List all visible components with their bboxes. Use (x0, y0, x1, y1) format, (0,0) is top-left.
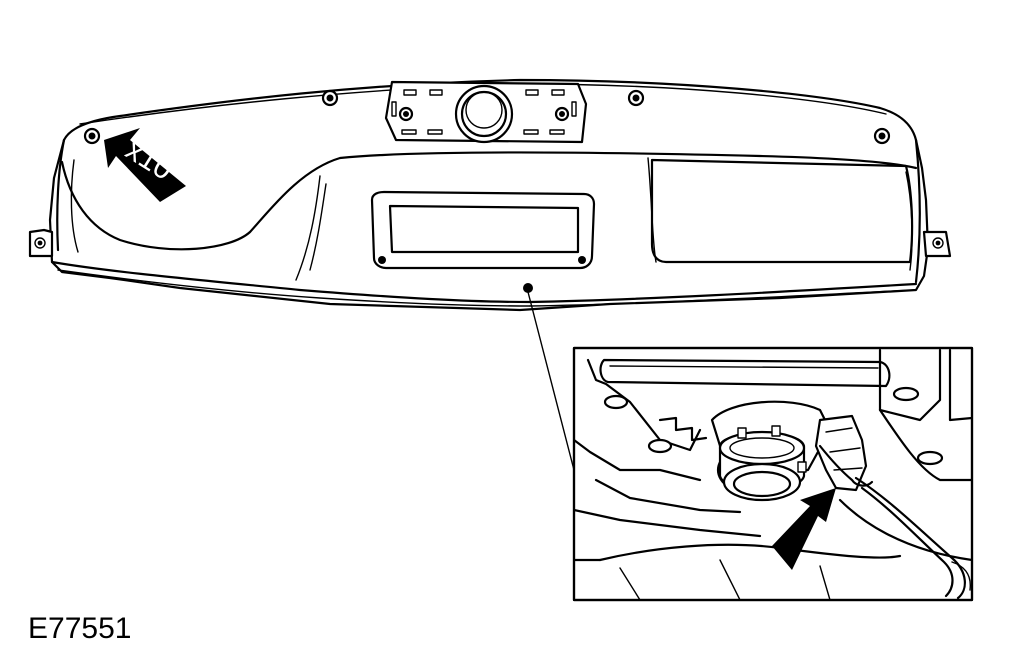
right-mounting-bracket (922, 230, 952, 258)
figure-reference-code: E77551 (28, 612, 131, 645)
left-mounting-bracket (28, 228, 54, 258)
detail-inset (572, 346, 974, 602)
speaker-mounting-plate (384, 80, 588, 144)
panel-screws (83, 89, 891, 145)
glovebox-panel (650, 158, 914, 264)
center-vent (370, 190, 596, 270)
detail-leader (523, 283, 575, 471)
